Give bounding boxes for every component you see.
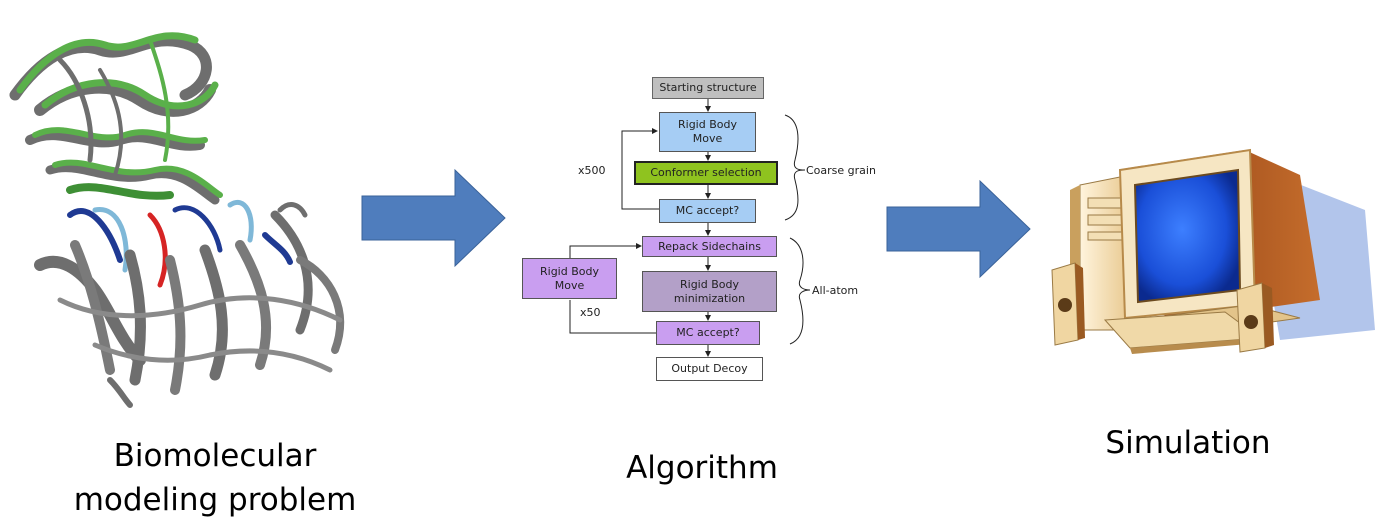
caption-algorithm: Algorithm bbox=[626, 450, 778, 486]
rigid-body-move-allatom-box: Rigid Body Move bbox=[522, 258, 617, 299]
caption-problem-line2: modeling problem bbox=[73, 482, 357, 518]
loop-count-x50: x50 bbox=[580, 306, 601, 319]
repack-sidechains-box: Repack Sidechains bbox=[642, 236, 777, 257]
caption-problem-line1: Biomolecular bbox=[113, 438, 317, 474]
rigid-body-move-box: Rigid Body Move bbox=[659, 112, 756, 152]
loop-count-x500: x500 bbox=[578, 164, 606, 177]
protein-green-domain bbox=[9, 32, 223, 205]
stage-coarse-grain: Coarse grain bbox=[806, 164, 876, 177]
right-arrow-2 bbox=[886, 179, 1031, 279]
output-decoy-box: Output Decoy bbox=[656, 357, 763, 381]
starting-structure-box: Starting structure bbox=[652, 77, 764, 99]
protein-structure-illustration bbox=[9, 32, 344, 408]
flowchart-connectors bbox=[569, 99, 811, 357]
conformer-selection-box: Conformer selection bbox=[634, 161, 778, 185]
rigid-body-minimization-box: Rigid Body minimization bbox=[642, 271, 777, 312]
protein-grey-domain bbox=[34, 202, 344, 408]
desktop-computer-icon bbox=[1051, 148, 1375, 354]
caption-simulation: Simulation bbox=[1105, 425, 1271, 461]
mc-accept-allatom-box: MC accept? bbox=[656, 321, 760, 345]
mc-accept-coarse-box: MC accept? bbox=[659, 199, 756, 223]
stage-all-atom: All-atom bbox=[812, 284, 859, 297]
right-arrow-1 bbox=[361, 168, 506, 268]
